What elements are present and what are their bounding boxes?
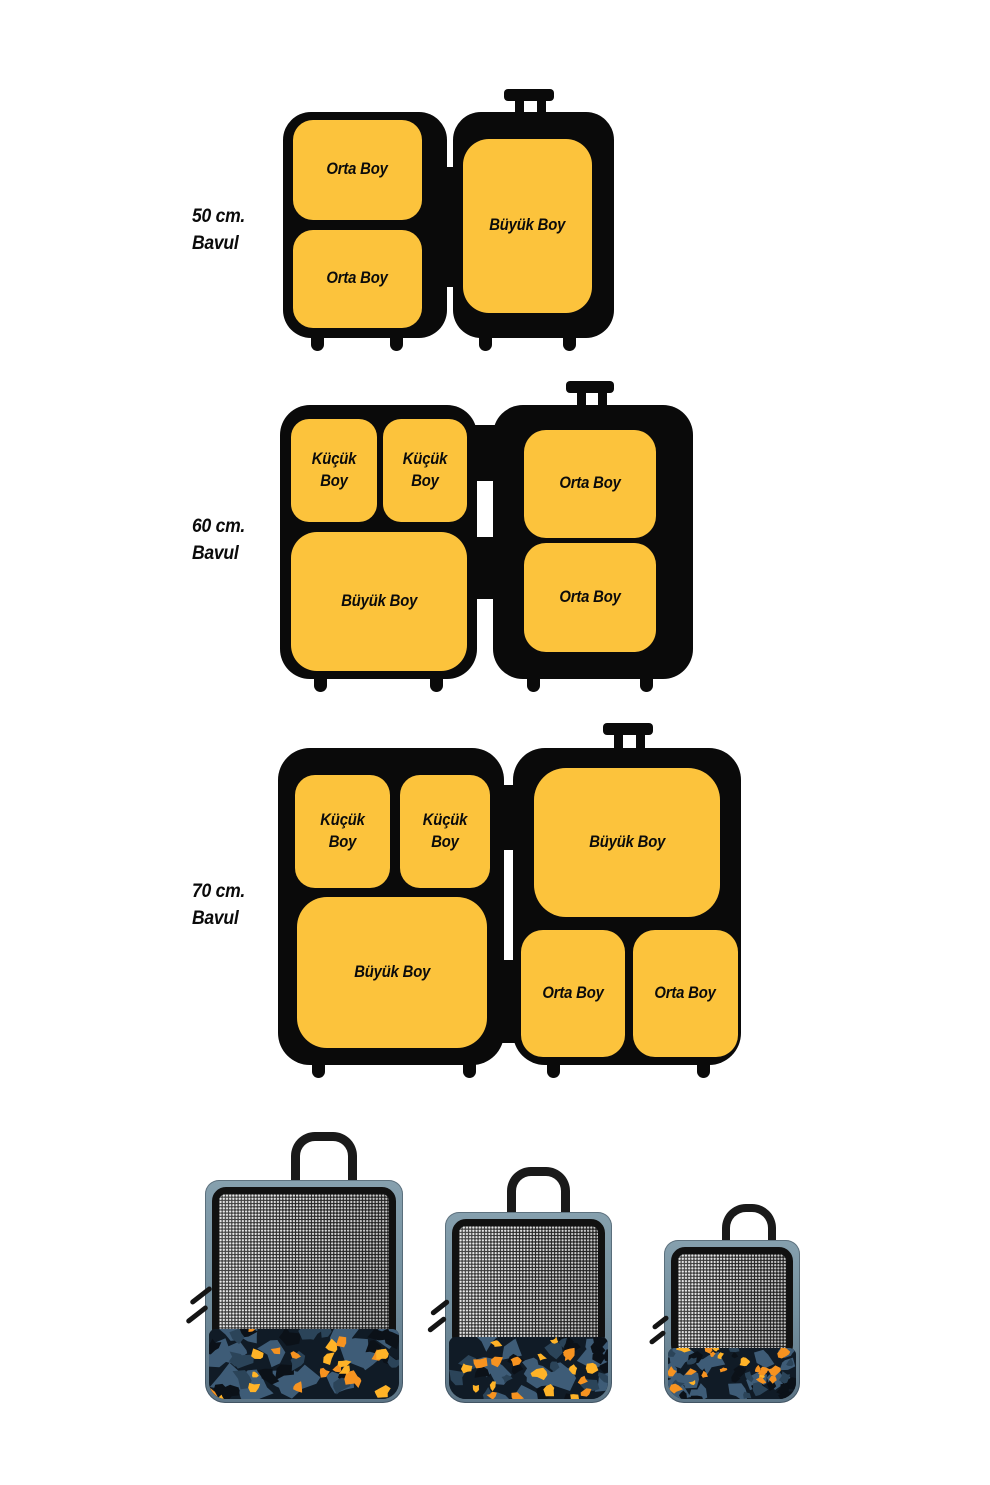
suitcase-body: Büyük Boy bbox=[453, 112, 614, 338]
packing-cube-orta-boy: Orta Boy bbox=[293, 230, 422, 328]
case-size-line2: Bavul bbox=[192, 542, 239, 564]
bag-handle bbox=[722, 1204, 776, 1252]
suitcase-handle-bar bbox=[566, 381, 614, 393]
packing-cube-buyuk-boy: Büyük Boy bbox=[291, 532, 467, 671]
packing-cube-kucuk-boy: Küçük Boy bbox=[295, 775, 390, 888]
suitcase-body: Orta Boy Orta Boy bbox=[493, 405, 693, 679]
cube-label: Büyük Boy bbox=[489, 216, 566, 235]
suitcase-foot bbox=[640, 677, 653, 692]
suitcase-lid: Orta Boy Orta Boy bbox=[283, 112, 447, 338]
bag-handle bbox=[507, 1167, 570, 1226]
case-size-line1: 60 cm. bbox=[192, 515, 246, 537]
packing-cube-orta-boy: Orta Boy bbox=[293, 120, 422, 220]
cube-label: Küçük Boy bbox=[311, 450, 357, 490]
suitcase-body: Büyük Boy Orta Boy Orta Boy bbox=[513, 748, 741, 1065]
case-size-line2: Bavul bbox=[192, 232, 239, 254]
suitcase-foot bbox=[697, 1063, 710, 1078]
case-size-label-70: 70 cm. Bavul bbox=[192, 878, 245, 932]
suitcase-foot bbox=[390, 336, 403, 351]
cube-label: Orta Boy bbox=[654, 983, 717, 1002]
suitcase-foot bbox=[314, 677, 327, 692]
bag-body bbox=[205, 1180, 403, 1403]
packing-cube-buyuk-boy: Büyük Boy bbox=[297, 897, 487, 1048]
packing-cube-orta-boy: Orta Boy bbox=[524, 543, 656, 652]
case-size-label-50: 50 cm. Bavul bbox=[192, 203, 245, 257]
bag-body bbox=[664, 1240, 800, 1403]
cube-label: Büyük Boy bbox=[354, 962, 430, 981]
packing-cube-orta-boy: Orta Boy bbox=[633, 930, 738, 1057]
suitcase-handle-bar bbox=[504, 89, 554, 101]
suitcase-foot bbox=[311, 336, 324, 351]
suitcase-lid: Küçük Boy Küçük Boy Büyük Boy bbox=[278, 748, 504, 1065]
suitcase-foot bbox=[563, 336, 576, 351]
mesh-panel bbox=[671, 1247, 793, 1359]
suitcase-foot bbox=[547, 1063, 560, 1078]
bag-handle bbox=[291, 1132, 357, 1197]
suitcase-foot bbox=[463, 1063, 476, 1078]
packing-cube-orta-boy: Orta Boy bbox=[521, 930, 625, 1057]
packing-cube-kucuk-boy: Küçük Boy bbox=[291, 419, 377, 522]
suitcase-handle-post bbox=[598, 391, 607, 408]
camo-panel bbox=[449, 1337, 608, 1399]
suitcase-handle-bar bbox=[603, 723, 653, 735]
cube-label: Orta Boy bbox=[326, 269, 389, 288]
suitcase-handle-post bbox=[515, 99, 524, 116]
suitcase-foot bbox=[527, 677, 540, 692]
suitcase-foot bbox=[430, 677, 443, 692]
packing-cube-kucuk-boy: Küçük Boy bbox=[400, 775, 490, 888]
suitcase-handle-post bbox=[537, 99, 546, 116]
suitcase-handle-post bbox=[636, 733, 645, 750]
suitcase-foot bbox=[479, 336, 492, 351]
camo-panel bbox=[668, 1348, 796, 1399]
camo-panel bbox=[209, 1329, 399, 1399]
bag-body bbox=[445, 1212, 612, 1403]
packing-cube-kucuk-boy: Küçük Boy bbox=[383, 419, 467, 522]
case-size-line1: 50 cm. bbox=[192, 205, 246, 227]
packing-cube-orta-boy: Orta Boy bbox=[524, 430, 656, 538]
cube-label: Orta Boy bbox=[542, 983, 604, 1002]
suitcase-lid: Küçük Boy Küçük Boy Büyük Boy bbox=[280, 405, 477, 679]
suitcase-handle-post bbox=[614, 733, 623, 750]
cube-label: Orta Boy bbox=[559, 474, 621, 493]
suitcase-handle-post bbox=[577, 391, 586, 408]
cube-label: Küçük Boy bbox=[402, 450, 448, 490]
case-size-label-60: 60 cm. Bavul bbox=[192, 513, 245, 567]
cube-label: Büyük Boy bbox=[589, 832, 665, 851]
suitcase-foot bbox=[312, 1063, 325, 1078]
case-size-line1: 70 cm. bbox=[192, 880, 246, 902]
packing-cube-buyuk-boy: Büyük Boy bbox=[534, 768, 720, 917]
mesh-panel bbox=[452, 1219, 605, 1350]
case-size-line2: Bavul bbox=[192, 907, 239, 929]
cube-label: Büyük Boy bbox=[341, 591, 417, 610]
cube-label: Küçük Boy bbox=[422, 811, 468, 851]
cube-label: Orta Boy bbox=[559, 587, 621, 606]
suitcase-hinge bbox=[500, 785, 517, 850]
cube-label: Küçük Boy bbox=[320, 811, 365, 851]
cube-label: Orta Boy bbox=[326, 160, 389, 179]
mesh-panel bbox=[212, 1187, 396, 1343]
suitcase-hinge bbox=[500, 960, 517, 1043]
packing-cube-buyuk-boy: Büyük Boy bbox=[463, 139, 592, 313]
